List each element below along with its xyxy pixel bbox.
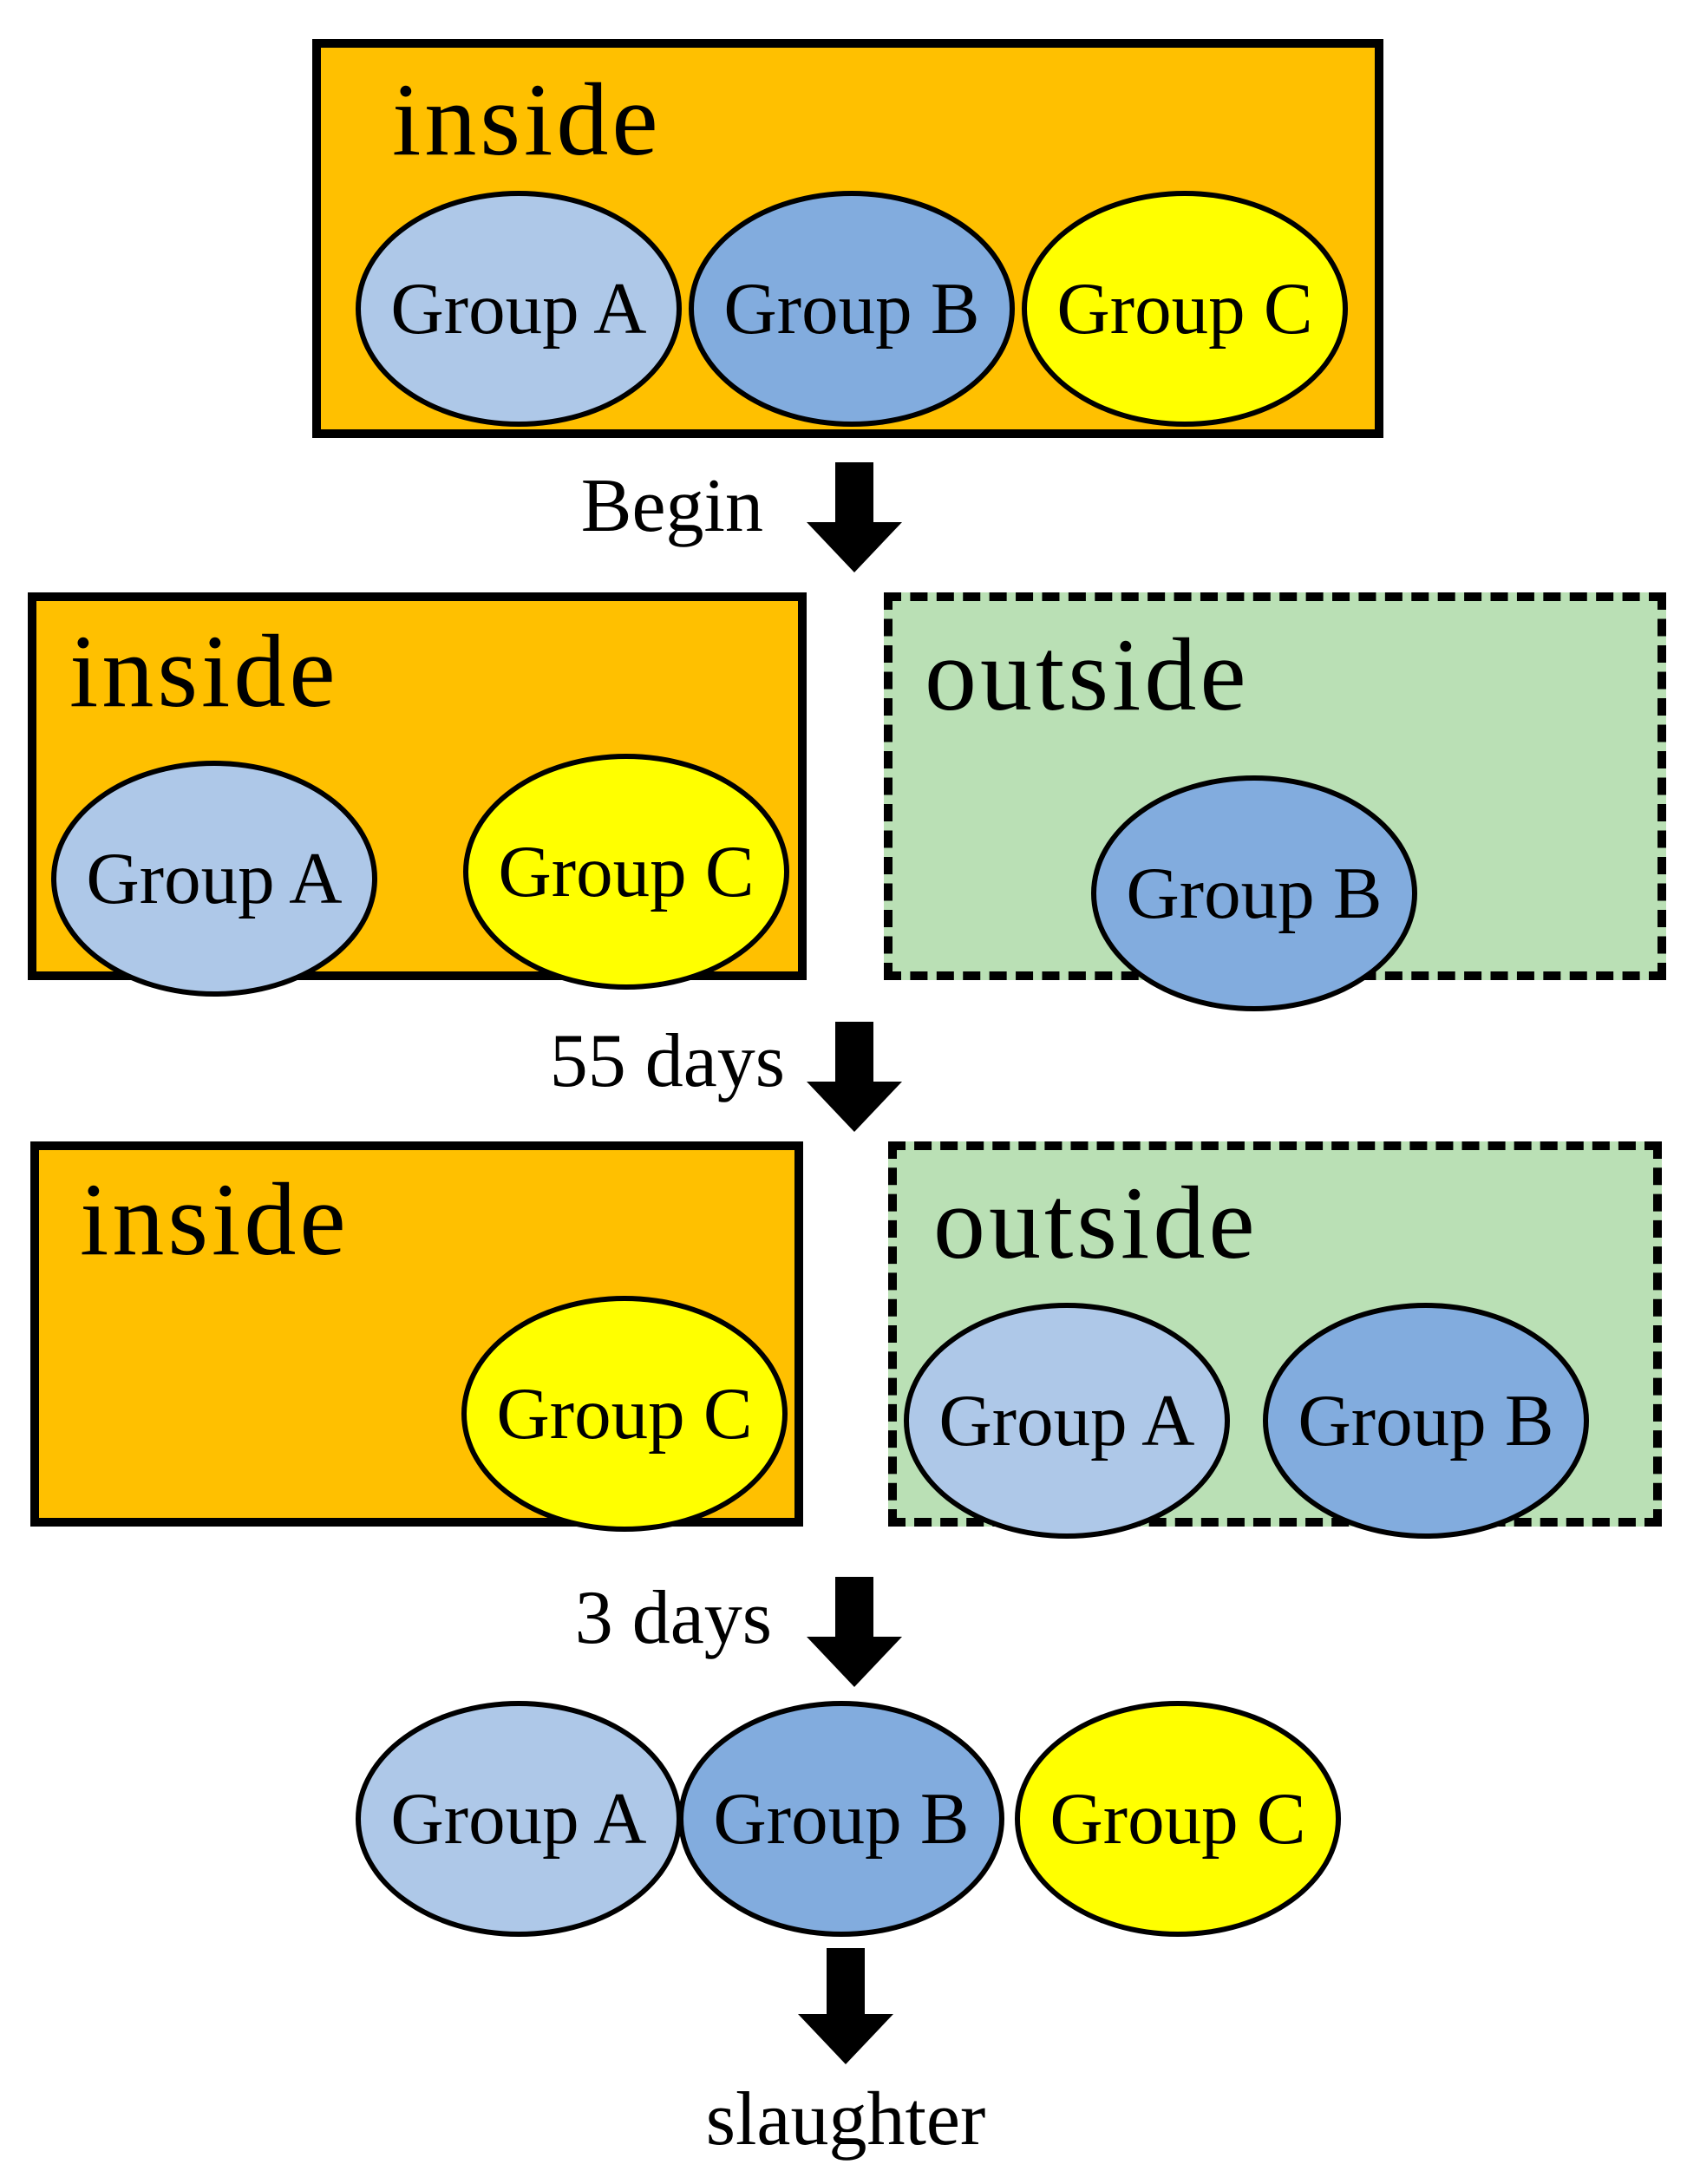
down-arrow-icon bbox=[798, 1948, 893, 2064]
stage1-group-a-ellipse: Group A bbox=[356, 191, 682, 427]
group-a-label: Group A bbox=[938, 1379, 1195, 1461]
arrow-head bbox=[807, 522, 902, 572]
stage2-inside-label: inside bbox=[69, 613, 339, 729]
slaughter-label: slaughter bbox=[705, 2077, 986, 2161]
arrow-head bbox=[807, 1082, 902, 1132]
group-a-label: Group A bbox=[390, 267, 647, 350]
stage3-group-c-ellipse: Group C bbox=[461, 1296, 788, 1532]
stage3-group-a-ellipse: Group A bbox=[904, 1303, 1230, 1539]
group-c-label: Group C bbox=[1056, 267, 1313, 350]
stage2-outside-label: outside bbox=[925, 617, 1250, 732]
group-b-label: Group B bbox=[723, 267, 980, 350]
stage1-group-c-ellipse: Group C bbox=[1022, 191, 1348, 427]
stage3-outside-label: outside bbox=[933, 1165, 1259, 1280]
group-c-label: Group C bbox=[496, 1372, 753, 1455]
arrow-head bbox=[807, 1637, 902, 1687]
stage4-group-b-ellipse: Group B bbox=[678, 1701, 1004, 1937]
3-days-label: 3 days bbox=[574, 1576, 772, 1660]
group-b-label: Group B bbox=[1298, 1379, 1554, 1461]
begin-label: Begin bbox=[580, 464, 763, 548]
55-days-label: 55 days bbox=[549, 1019, 785, 1103]
group-a-label: Group A bbox=[390, 1777, 647, 1860]
arrow-shaft bbox=[827, 1948, 865, 2014]
down-arrow-icon bbox=[807, 1577, 902, 1687]
stage1-inside-label: inside bbox=[392, 62, 662, 177]
arrow-shaft bbox=[835, 1577, 873, 1637]
down-arrow-icon bbox=[807, 1022, 902, 1132]
stage1-group-b-ellipse: Group B bbox=[689, 191, 1015, 427]
stage2-group-b-ellipse: Group B bbox=[1091, 775, 1417, 1011]
arrow-shaft bbox=[835, 1022, 873, 1082]
stage3-group-b-ellipse: Group B bbox=[1263, 1303, 1589, 1539]
group-b-label: Group B bbox=[713, 1777, 970, 1860]
group-c-label: Group C bbox=[1049, 1777, 1306, 1860]
arrow-head bbox=[798, 2014, 893, 2064]
group-b-label: Group B bbox=[1126, 852, 1383, 934]
stage3-inside-label: inside bbox=[80, 1161, 350, 1277]
stage2-group-a-ellipse: Group A bbox=[51, 761, 377, 997]
group-c-label: Group C bbox=[498, 830, 755, 912]
stage2-group-c-ellipse: Group C bbox=[463, 754, 789, 990]
down-arrow-icon bbox=[807, 462, 902, 572]
stage4-group-c-ellipse: Group C bbox=[1015, 1701, 1341, 1937]
arrow-shaft bbox=[835, 462, 873, 522]
group-a-label: Group A bbox=[86, 837, 343, 919]
stage4-group-a-ellipse: Group A bbox=[356, 1701, 682, 1937]
